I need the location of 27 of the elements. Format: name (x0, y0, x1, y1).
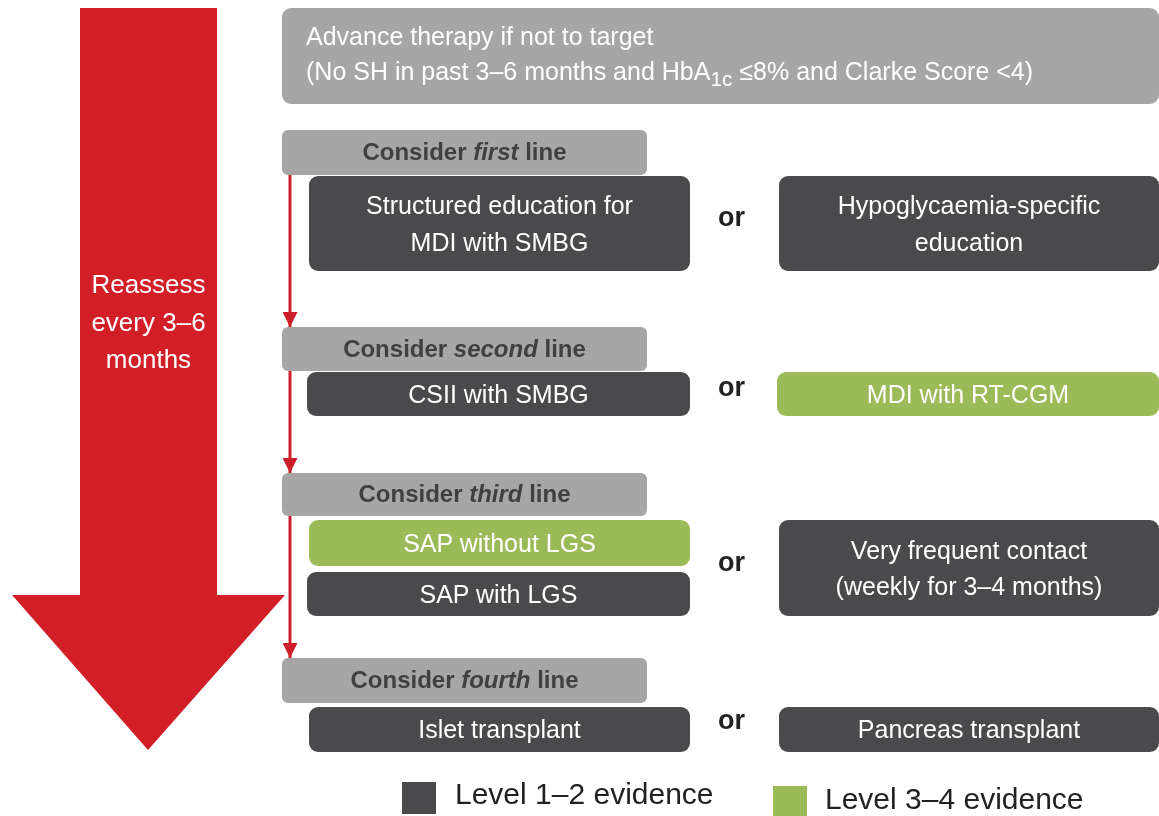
option-box: Very frequent contact (weekly for 3–4 months) (779, 520, 1159, 616)
arrow (282, 175, 298, 327)
connector-word: or (718, 705, 745, 736)
line-header: Consider first line (282, 130, 647, 175)
line-header: Consider second line (282, 327, 647, 371)
option-box: Structured education for MDI with SMBG (309, 176, 690, 271)
down-arrow-banner (12, 8, 285, 750)
line-header: Consider fourth line (282, 658, 647, 703)
option-box: Pancreas transplant (779, 707, 1159, 752)
connector-word: or (718, 202, 745, 233)
instruction-banner (282, 8, 1159, 104)
arrow (282, 371, 298, 473)
instruction-heading: Advance therapy if not to target (306, 20, 654, 52)
option-box: SAP with LGS (307, 572, 690, 616)
line-header: Consider third line (282, 473, 647, 516)
connector-word: or (718, 372, 745, 403)
arrow (282, 516, 298, 658)
option-box: CSII with SMBG (307, 372, 690, 416)
option-box: Hypoglycaemia-specific education (779, 176, 1159, 271)
option-box: MDI with RT-CGM (777, 372, 1159, 416)
connector-word: or (718, 547, 745, 578)
legend-text: Level 1–2 evidence (455, 777, 714, 811)
legend-text: Level 3–4 evidence (825, 782, 1084, 816)
option-box: Islet transplant (309, 707, 690, 752)
option-box: SAP without LGS (309, 520, 690, 566)
arrow-text: Reassess every 3–6 months (90, 268, 207, 377)
target-criteria-text: (No SH in past 3–6 months and HbA$_{1c}$ ≤8% and Clarke Score <4) (306, 55, 1034, 92)
